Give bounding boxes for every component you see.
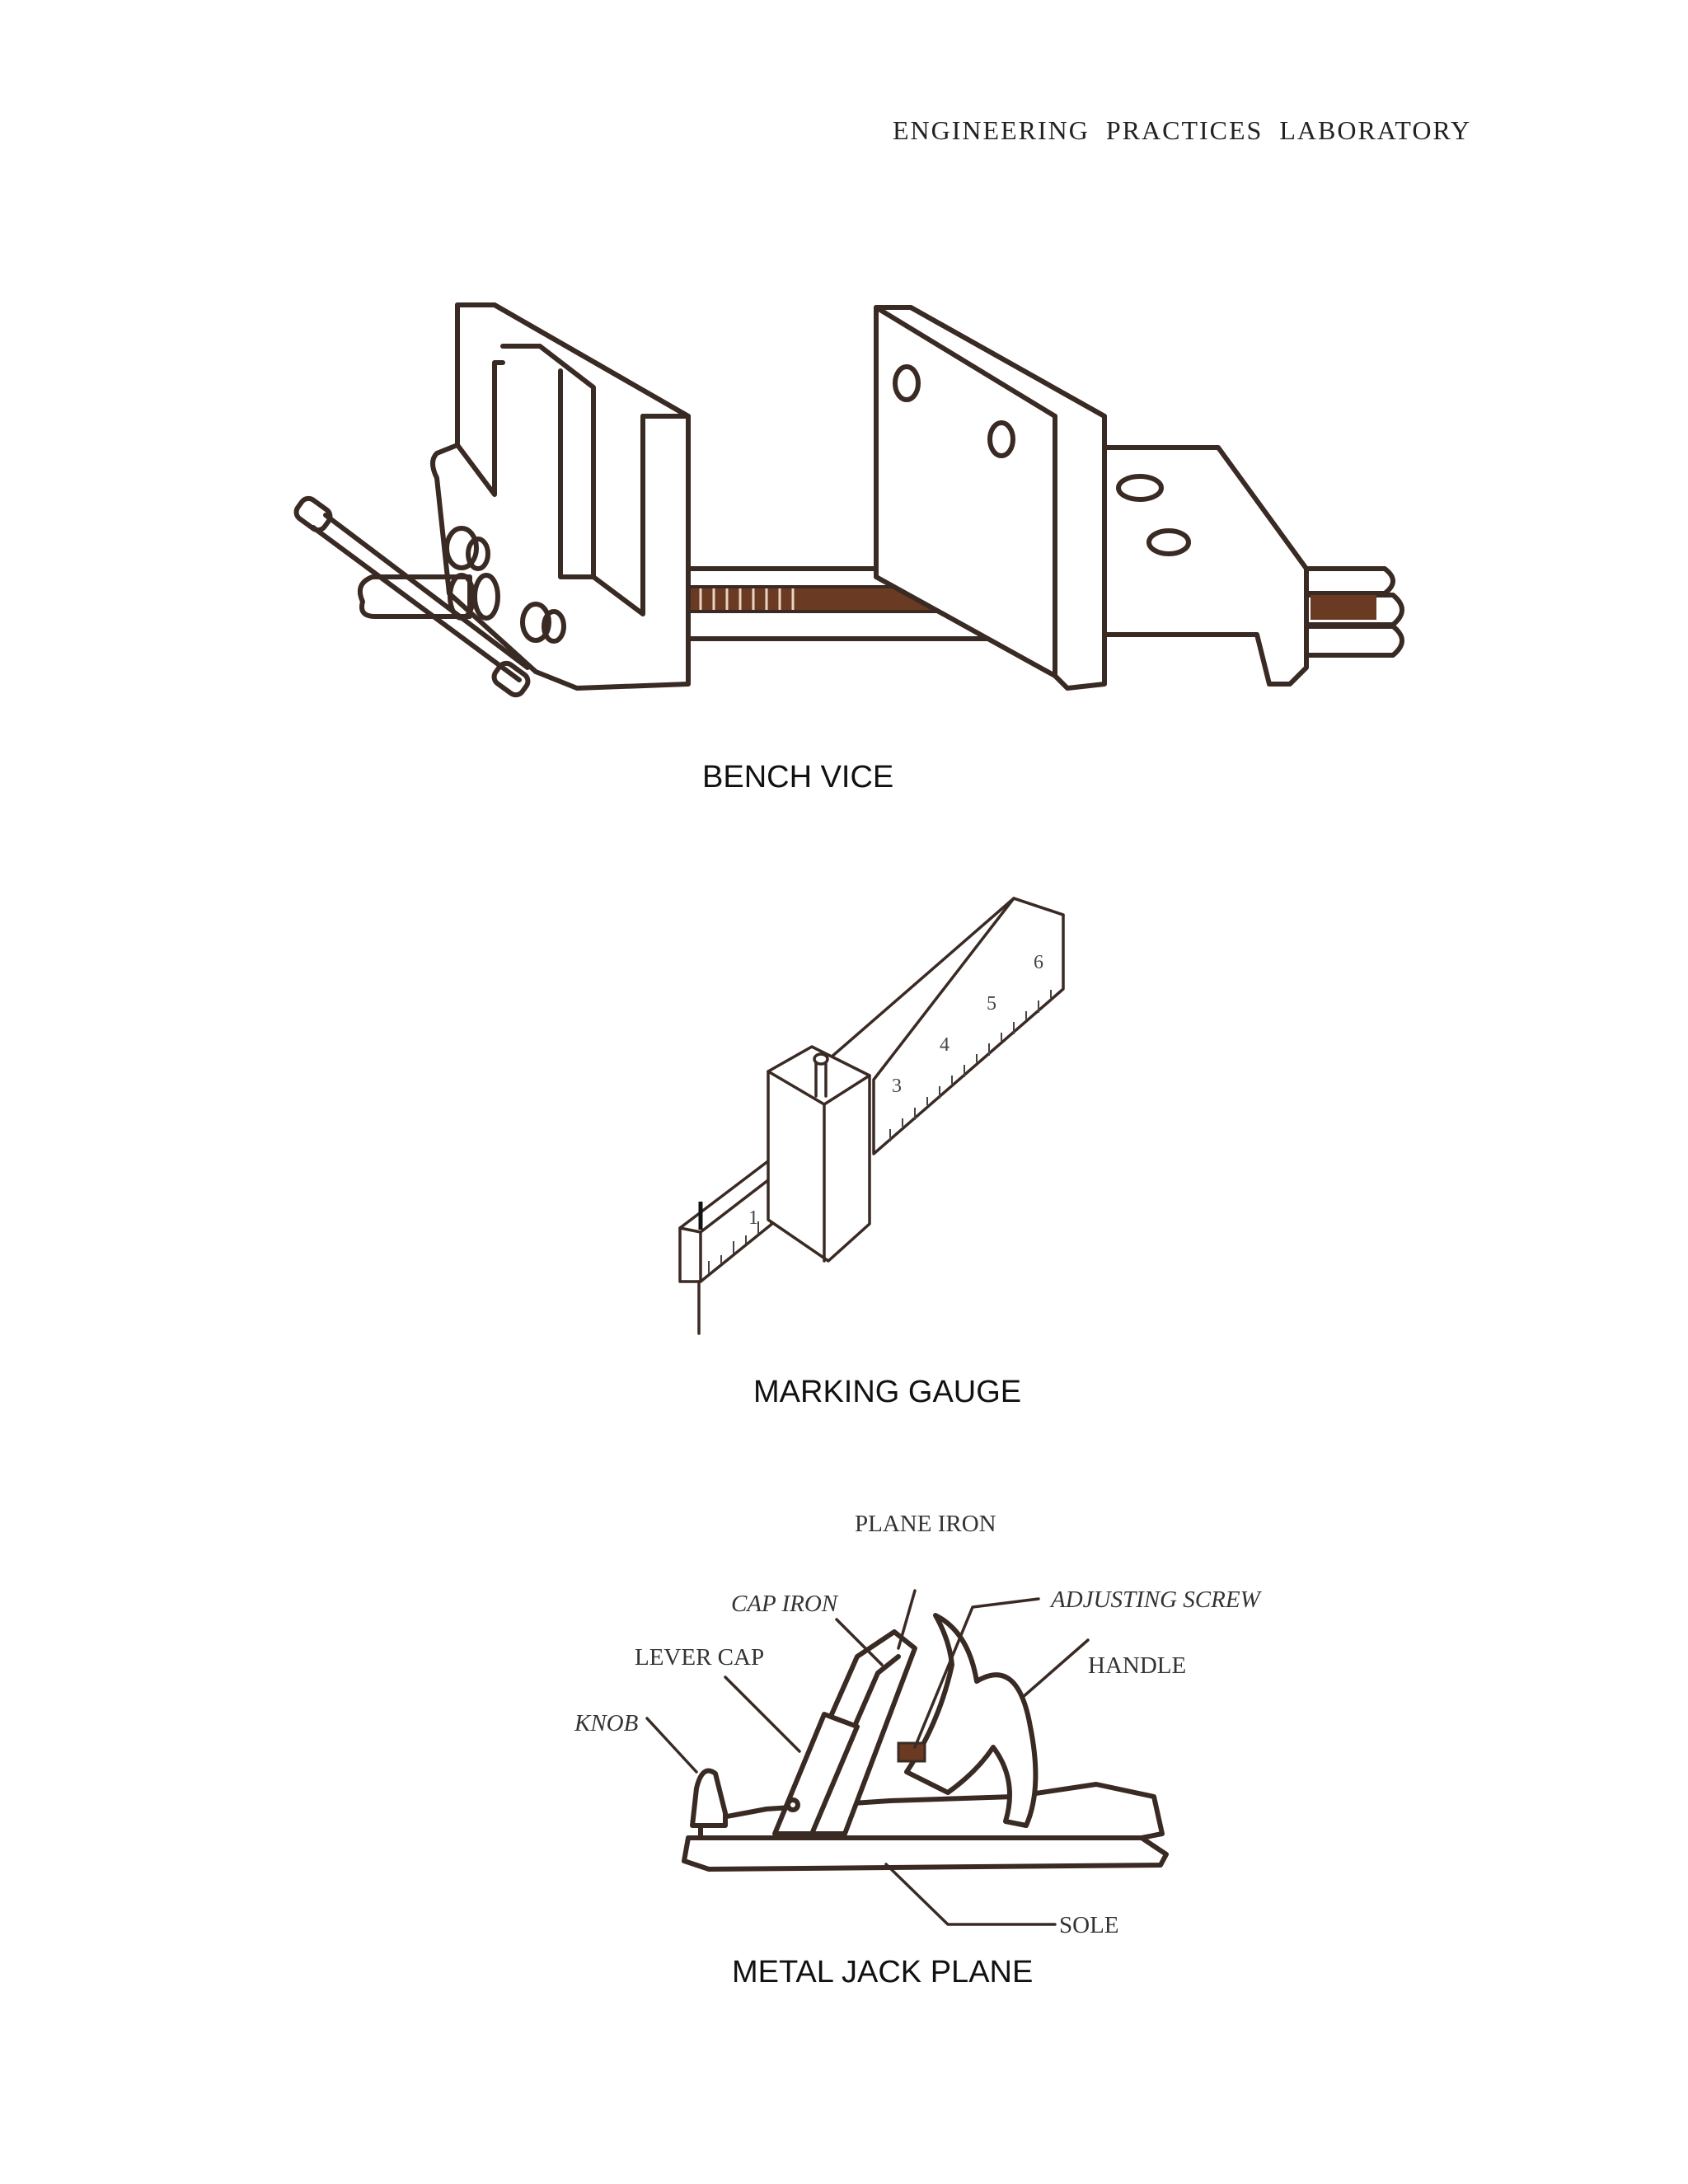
- metal-jack-plane-caption: METAL JACK PLANE: [732, 1955, 1034, 1990]
- label-knob: KNOB: [574, 1710, 639, 1736]
- gauge-number-3: 3: [892, 1076, 902, 1097]
- label-lever-cap: LEVER CAP: [635, 1644, 764, 1671]
- bench-vice-drawing: [293, 302, 1404, 698]
- page-header: ENGINEERING PRACTICES LABORATORY: [893, 115, 1472, 145]
- metal-jack-plane-drawing: PLANE IRON CAP IRON ADJUSTING SCREW LEVE…: [574, 1511, 1263, 1938]
- marking-gauge-figure: 3 4 5 6 1 2: [676, 890, 1071, 1352]
- gauge-number-5: 5: [987, 993, 996, 1015]
- marking-gauge-caption: MARKING GAUGE: [753, 1375, 1022, 1409]
- gauge-number-4: 4: [940, 1034, 950, 1056]
- gauge-number-6: 6: [1034, 952, 1043, 973]
- label-plane-iron: PLANE IRON: [855, 1511, 996, 1537]
- marking-gauge-drawing: 3 4 5 6 1 2: [678, 897, 1065, 1335]
- label-cap-iron: CAP IRON: [731, 1591, 839, 1617]
- gauge-number-1: 1: [748, 1207, 758, 1229]
- bench-vice-figure: [280, 297, 1434, 709]
- label-adjusting-screw: ADJUSTING SCREW: [1049, 1586, 1263, 1613]
- label-sole: SOLE: [1059, 1912, 1119, 1938]
- label-handle: HANDLE: [1088, 1652, 1186, 1679]
- bench-vice-caption: BENCH VICE: [702, 760, 894, 794]
- metal-jack-plane-figure: PLANE IRON CAP IRON ADJUSTING SCREW LEVE…: [560, 1500, 1286, 1945]
